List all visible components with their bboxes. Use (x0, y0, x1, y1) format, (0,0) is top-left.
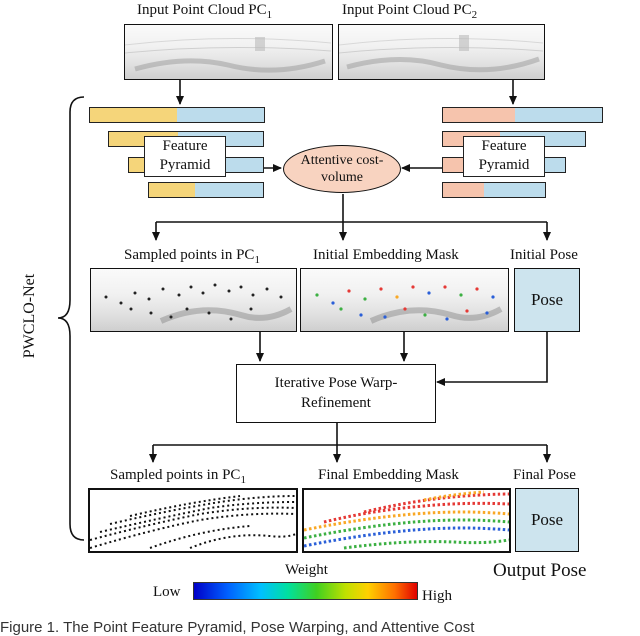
row2-mask-dots (304, 490, 509, 550)
point-cloud-1-image (124, 24, 333, 80)
row1-mask-label: Initial Embedding Mask (313, 247, 459, 263)
left-pyramid-level-1 (89, 107, 265, 123)
point-cloud-2-image (338, 24, 545, 80)
pc2-title: Input Point Cloud PC2 (342, 2, 478, 21)
legend-high: High (422, 588, 452, 604)
weight-colorbar (193, 582, 418, 600)
arrow-pose-to-refine (436, 332, 548, 386)
row2-sampled-label: Sampled points in PC1 (110, 467, 246, 486)
pwclo-brace (57, 96, 85, 541)
row2-sampled-points-image (88, 488, 298, 553)
row2-final-mask-image (302, 488, 511, 553)
right-pyramid-level-1 (442, 107, 603, 123)
row1-pose-header: Initial Pose (510, 247, 578, 263)
row1-sampled-label: Sampled points in PC1 (124, 247, 260, 266)
pc1-title: Input Point Cloud PC1 (137, 2, 273, 21)
legend-low: Low (153, 584, 181, 600)
row2-mask-label: Final Embedding Mask (318, 467, 459, 483)
final-pose-box: Pose (515, 488, 579, 552)
legend-title: Weight (285, 562, 328, 578)
iterative-pose-warp-refinement: Iterative Pose Warp-Refinement (236, 364, 436, 423)
row1-sampled-dots (104, 283, 283, 321)
output-pose-label: Output Pose (493, 560, 587, 581)
right-pyramid-level-4 (442, 182, 546, 198)
row2-sampled-dots (90, 495, 296, 549)
row1-initial-mask-image (300, 268, 509, 332)
left-pyramid-level-4 (148, 182, 264, 198)
attentive-cost-volume: Attentive cost-volume (283, 145, 401, 193)
row1-sampled-points-image (90, 268, 297, 332)
figure-caption: Figure 1. The Point Feature Pyramid, Pos… (0, 619, 475, 636)
pwclo-net-label: PWCLO-Net (21, 273, 38, 359)
initial-pose-box: Pose (514, 268, 580, 332)
row2-pose-header: Final Pose (513, 467, 576, 483)
row1-mask-dots (315, 285, 495, 321)
